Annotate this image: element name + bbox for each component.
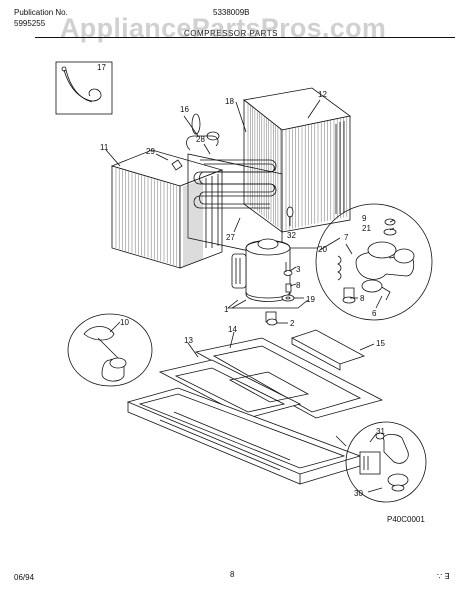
model-number: 5338009B [213,8,250,17]
compressor [226,238,309,323]
callout-1: 1 [224,305,229,314]
callout-12: 12 [318,90,327,99]
callout-13: 13 [184,336,193,345]
callout-18: 18 [225,97,234,106]
figure-code: P40C0001 [387,515,425,524]
callout-32: 32 [287,231,296,240]
callout-29: 29 [146,147,155,156]
callout-8b: 8 [360,294,365,303]
publication-label: Publication No. [14,8,68,17]
footer-page-number: 8 [230,570,235,579]
callout-3: 3 [296,265,301,274]
callout-8: 8 [296,281,301,290]
callout-16: 16 [180,105,189,114]
callout-20: 20 [318,245,327,254]
callout-9: 9 [362,214,367,223]
inset-circle-overload [315,203,433,321]
callout-27: 27 [226,233,235,242]
mounting-bracket [290,329,366,371]
inset-circle-capacitor [67,313,153,387]
leader-lines [105,99,395,493]
footer-mark-icon: ∵ ∃ [437,572,450,581]
basepan-frame [126,387,362,485]
footer-date: 06/94 [14,573,35,582]
callout-17: 17 [97,63,106,72]
grommets-and-hardware [266,206,295,326]
callout-15: 15 [376,339,385,348]
callout-10: 10 [120,318,129,327]
callout-19: 19 [306,295,315,304]
callout-14: 14 [228,325,237,334]
callout-7: 7 [344,233,349,242]
base-pan [158,337,384,419]
callout-6: 6 [372,309,377,318]
inset-circle-motor [335,421,427,503]
callout-2: 2 [290,319,295,328]
evaporator-coil [110,149,224,269]
tubing-assembly [171,113,283,259]
callout-21: 21 [362,224,371,233]
inset-box-17 [55,61,113,115]
callout-labels: 17 16 18 12 11 29 28 27 32 20 3 8 19 1 2… [97,63,385,498]
header-rule [35,37,455,38]
callout-31: 31 [376,427,385,436]
section-title: COMPRESSOR PARTS [184,29,278,38]
callout-11: 11 [100,143,109,152]
condenser-coil [243,87,351,233]
publication-number: 5995255 [14,19,46,28]
callout-28: 28 [196,135,205,144]
callout-30: 30 [354,489,363,498]
